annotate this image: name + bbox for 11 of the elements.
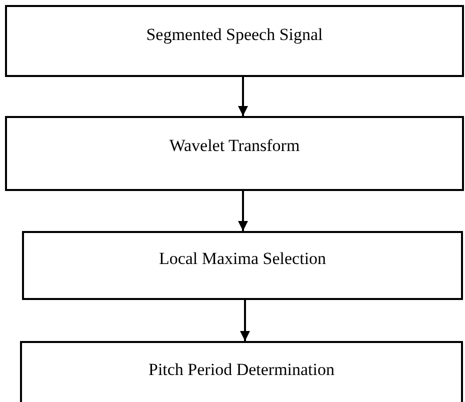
- box-label: Segmented Speech Signal: [145, 25, 324, 45]
- box-label: Pitch Period Determination: [147, 360, 336, 380]
- arrow: [240, 300, 250, 341]
- arrow: [238, 77, 248, 116]
- box-label: Wavelet Transform: [168, 136, 301, 156]
- process-box: [5, 116, 464, 191]
- process-box: [22, 231, 463, 300]
- arrow: [238, 191, 248, 231]
- box-label: Local Maxima Selection: [158, 249, 328, 269]
- process-box: [20, 341, 463, 402]
- process-box: [5, 5, 464, 77]
